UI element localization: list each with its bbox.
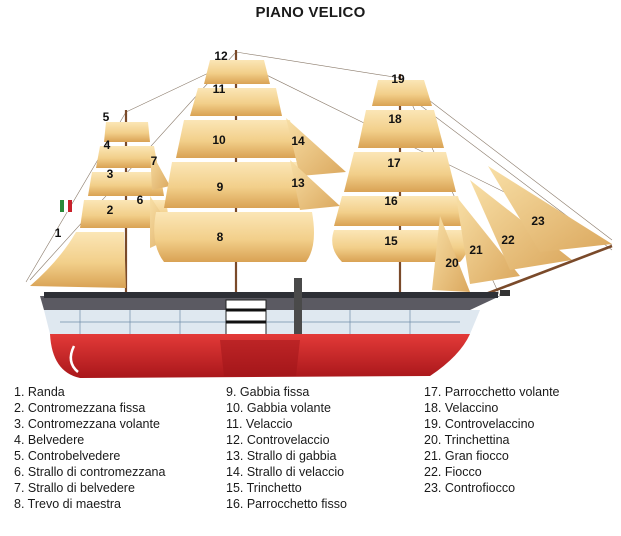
legend-item: 11. Velaccio — [226, 417, 293, 431]
sail-strallo-di-belvedere — [150, 150, 170, 190]
sail-strallo-di-gabbia — [290, 160, 340, 210]
sail-velaccino — [358, 110, 444, 148]
sail-number: 12 — [214, 49, 228, 63]
legend-item: 23. Controfiocco — [424, 481, 516, 495]
sail-gabbia-volante — [176, 120, 296, 158]
sail-number: 2 — [107, 203, 114, 217]
sail-number: 16 — [384, 194, 398, 208]
page-title: PIANO VELICO — [255, 4, 366, 21]
legend-item: 16. Parrocchetto fisso — [226, 497, 347, 511]
sail-number: 19 — [391, 72, 405, 86]
sail-controvelaccino — [372, 80, 432, 106]
legend-item: 2. Contromezzana fissa — [14, 401, 146, 415]
sail-controvelaccio — [204, 60, 270, 84]
legend-item: 7. Strallo di belvedere — [14, 481, 135, 495]
sail-number: 3 — [107, 167, 114, 181]
fore-sails — [332, 80, 612, 292]
legend-item: 1. Randa — [14, 385, 65, 399]
sail-controfiocco — [488, 166, 612, 252]
sail-gran-fiocco — [456, 196, 520, 284]
sail-number: 4 — [104, 138, 111, 152]
sail-gabbia-fissa — [164, 162, 308, 208]
legend-item: 8. Trevo di maestra — [14, 497, 121, 511]
sail-contromezzana-fissa — [80, 200, 170, 228]
sail-number: 17 — [387, 156, 401, 170]
sail-number: 18 — [388, 112, 402, 126]
sail-number: 5 — [103, 110, 110, 124]
sail-strallo-di-velaccio — [286, 118, 346, 176]
legend-item: 19. Controvelaccino — [424, 417, 535, 431]
sail-contromezzana-volante — [88, 172, 164, 196]
sail-trevo-di-maestra — [154, 212, 314, 262]
legend-item: 21. Gran fiocco — [424, 449, 509, 463]
sail-number: 15 — [384, 234, 398, 248]
sail-randa — [30, 232, 126, 288]
sail-parrocchetto-fisso — [334, 196, 466, 226]
sail-number: 7 — [151, 154, 158, 168]
sail-number: 22 — [501, 233, 515, 247]
legend-item: 9. Gabbia fissa — [226, 385, 310, 399]
sail-number: 21 — [469, 243, 483, 257]
legend-item: 15. Trinchetto — [226, 481, 302, 495]
sail-belvedere — [96, 146, 158, 168]
legend-item: 5. Controbelvedere — [14, 449, 121, 463]
legend-item: 4. Belvedere — [14, 433, 85, 447]
legend-item: 3. Contromezzana volante — [14, 417, 160, 431]
legend-item: 14. Strallo di velaccio — [226, 465, 345, 479]
sail-velaccio — [190, 88, 282, 116]
legend-item: 6. Strallo di contromezzana — [14, 465, 166, 479]
sail-number: 6 — [137, 193, 144, 207]
italian-flag-icon — [60, 200, 72, 212]
sail-number: 20 — [445, 256, 459, 270]
legend-item: 20. Trinchettina — [424, 433, 510, 447]
sail-trinchetto — [332, 230, 468, 262]
legend-column-3: 17. Parrocchetto volante 18. Velaccino 1… — [424, 384, 574, 496]
sail-number: 14 — [291, 134, 305, 148]
sail-number: 10 — [212, 133, 226, 147]
sail-number: 23 — [531, 214, 545, 228]
sail-number: 1 — [55, 226, 62, 240]
sail-trinchettina — [432, 216, 470, 292]
legend-item: 22. Fiocco — [424, 465, 482, 479]
legend-item: 12. Controvelaccio — [226, 433, 330, 447]
sail-number-labels: 1 2 3 4 5 6 7 8 9 10 11 12 13 14 15 16 1… — [55, 49, 545, 270]
legend-item: 18. Velaccino — [424, 401, 499, 415]
sail-number: 13 — [291, 176, 305, 190]
legend-column-2: 9. Gabbia fissa 10. Gabbia volante 11. V… — [226, 384, 347, 512]
legend-column-1: 1. Randa 2. Contromezzana fissa 3. Contr… — [14, 384, 165, 512]
sail-number: 11 — [213, 82, 226, 96]
sail-number: 9 — [217, 180, 224, 194]
sail-parrocchetto-volante — [344, 152, 456, 192]
legend-item: 13. Strallo di gabbia — [226, 449, 337, 463]
sail-number: 8 — [217, 230, 224, 244]
main-sails — [154, 60, 346, 262]
legend-item: 17. Parrocchetto volante — [424, 385, 560, 399]
hull — [40, 278, 510, 378]
legend-item: 10. Gabbia volante — [226, 401, 331, 415]
sail-controbelvedere — [104, 122, 150, 142]
